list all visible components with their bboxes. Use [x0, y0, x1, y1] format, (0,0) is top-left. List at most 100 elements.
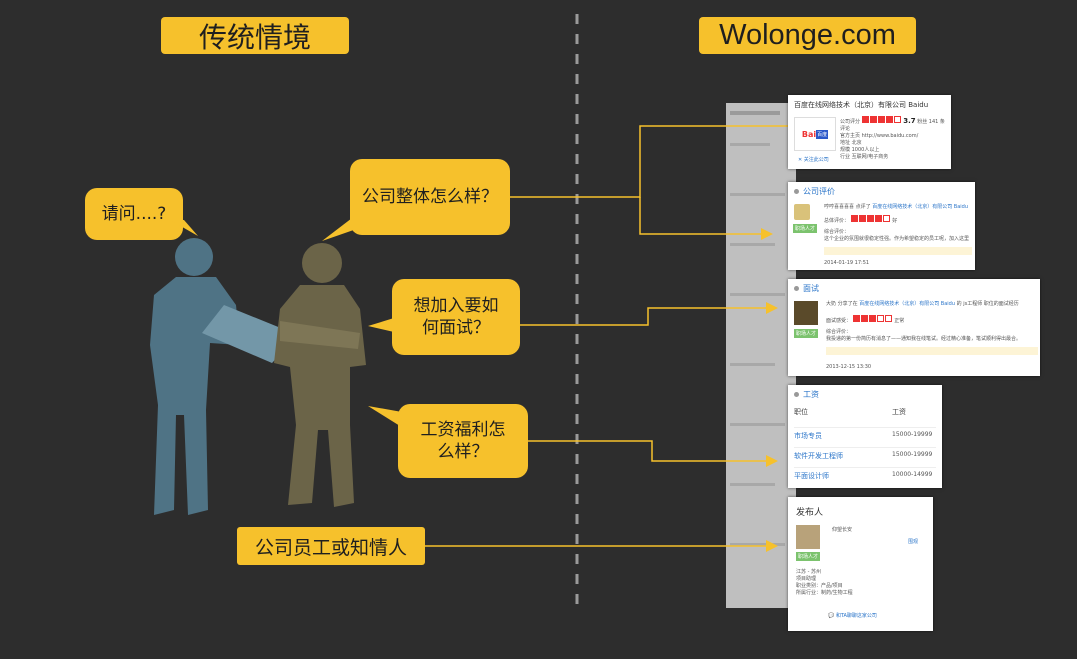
logo-text: Bai	[801, 129, 817, 139]
section-bullet-icon	[794, 392, 799, 397]
poster-follow-button[interactable]: 围观	[908, 539, 919, 545]
industry-label: 行业	[840, 154, 851, 160]
bubble-company-text: 公司整体怎么样？	[362, 187, 498, 207]
contact-label: 和TA聊聊这家公司	[835, 613, 877, 619]
poster-badge: 职场人才	[796, 552, 821, 561]
salary-table-header: 职位 工资	[794, 407, 936, 417]
salary-row-position[interactable]: 市场专员	[794, 432, 822, 440]
bubble-insider: 公司员工或知情人	[237, 527, 425, 565]
bubble-interview: 想加入要如 何面试？	[392, 279, 520, 355]
review-detail-label: 综合评价：	[824, 229, 850, 235]
salary-row-value: 10000-14999	[892, 471, 933, 478]
city-value: 北京	[851, 140, 862, 146]
col-position: 职位	[794, 408, 808, 416]
poster-card: 发布人 职场人才 仰望长安 围观 江苏 - 苏州 项目助理 职业类别：产品/项目…	[788, 497, 933, 631]
logo-text-cn: 百度	[816, 129, 829, 139]
arrow-company	[510, 120, 800, 198]
section-bullet-icon	[794, 286, 799, 291]
company-name[interactable]: 百度在线网络技术（北京）有限公司 Baidu	[794, 101, 929, 109]
bubble-interview-text: 想加入要如 何面试？	[413, 296, 499, 338]
salary-row-position[interactable]: 软件开发工程师	[794, 452, 843, 460]
interview-body: 大奶 分享了在 百度在线网络技术（北京）有限公司 Baidu 的 js工程师 职…	[826, 301, 1038, 355]
bubble-insider-text: 公司员工或知情人	[254, 536, 407, 559]
feel-value: 正常	[894, 318, 905, 324]
arrow-salary	[528, 440, 778, 467]
bubble-ask-tail	[170, 220, 198, 236]
interview-badge: 职场人才	[794, 329, 819, 338]
arrow-company-review	[639, 197, 773, 240]
review-card: 公司评价 职场人才 哼哼喜喜喜喜 点评了 百度在线网络技术（北京）有限公司 Ba…	[788, 182, 975, 270]
follow-company-button[interactable]: ✕ 关注此公司	[798, 157, 829, 164]
site-label: 官方主页	[840, 133, 861, 139]
left-title-text: 传统情境	[198, 20, 311, 54]
tablet-shape	[202, 305, 298, 363]
review-badge: 职场人才	[793, 224, 818, 233]
interview-detail-label: 综合评价：	[826, 329, 852, 335]
bubble-ask-text: 请问....?	[101, 204, 167, 224]
salary-row[interactable]: 平面设计师 10000-14999	[794, 467, 936, 481]
man-arms-crossed-figure	[274, 243, 366, 507]
contact-poster-button[interactable]: 💬 和TA聊聊这家公司	[828, 613, 877, 620]
follow-text: 粉丝 141 条评论	[840, 119, 945, 132]
follow-btn-label: 关注此公司	[803, 157, 829, 163]
chat-icon: 💬	[828, 613, 835, 619]
salary-row-position[interactable]: 平面设计师	[794, 472, 829, 480]
bubble-salary-text: 工资福利怎 么样？	[420, 420, 506, 462]
salary-row[interactable]: 市场专员 15000-19999	[794, 427, 936, 441]
bubble-salary-tail	[368, 406, 402, 426]
baidu-logo: Bai 百度	[794, 117, 836, 151]
bubble-interview-tail	[368, 318, 394, 332]
interview-avatar	[794, 301, 818, 325]
poster-avatar	[796, 525, 820, 549]
bubble-salary: 工资福利怎 么样？	[398, 404, 528, 478]
company-details: 公司评分 3.7 粉丝 141 条评论 官方主页 http://www.baid…	[840, 116, 948, 161]
overall-value: 好	[892, 218, 898, 224]
site-value[interactable]: http://www.baidu.com/	[861, 133, 919, 139]
interview-date: 2013-12-15 13:30	[826, 364, 872, 370]
review-section-title: 公司评价	[803, 187, 835, 196]
poster-industry: 所属行业：制药/生物工程	[796, 590, 853, 596]
interview-section-title: 面试	[803, 284, 819, 293]
right-title-text: Wolonge.com	[719, 19, 896, 51]
review-section-header: 公司评价	[794, 186, 835, 197]
businessmen-illustration	[150, 238, 366, 515]
rating-value: 3.7	[903, 117, 916, 125]
bubble-company: 公司整体怎么样？	[350, 159, 510, 235]
review-company-link[interactable]: 百度在线网络技术（北京）有限公司 Baidu	[872, 204, 969, 210]
dashed-divider	[575, 14, 579, 614]
industry-value: 互联网/电子商务	[851, 154, 889, 160]
poster-name: 仰望长安	[832, 527, 853, 533]
salary-card: 工资 职位 工资 市场专员 15000-19999 软件开发工程师 15000-…	[788, 385, 942, 488]
review-body: 哼哼喜喜喜喜 点评了 百度在线网络技术（北京）有限公司 Baidu 总体评价： …	[824, 204, 972, 255]
salary-row-value: 15000-19999	[892, 451, 933, 458]
rating-label: 公司评分	[840, 119, 861, 125]
company-card[interactable]: 百度在线网络技术（北京）有限公司 Baidu Bai 百度 公司评分 3.7 粉…	[788, 95, 951, 169]
poster-position: 项目助理	[796, 576, 817, 582]
bubble-ask: 请问....?	[85, 188, 183, 240]
poster-location: 江苏 - 苏州	[796, 569, 821, 575]
bubble-company-tail	[322, 215, 368, 241]
city-label: 地址	[840, 140, 851, 146]
arrow-interview	[520, 302, 778, 326]
feel-label: 面试感受：	[826, 318, 852, 324]
poster-category: 职业类别：产品/项目	[796, 583, 843, 589]
salary-section-header: 工资	[794, 389, 819, 400]
interview-section-header: 面试	[794, 283, 819, 294]
interview-suffix: 的 js工程师 职位的面试经历	[956, 301, 1019, 307]
interview-company-link[interactable]: 百度在线网络技术（北京）有限公司 Baidu	[859, 301, 956, 307]
salary-section-title: 工资	[803, 390, 819, 399]
size-value: 1000人以上	[851, 147, 880, 153]
review-detail-text: 这个企业的氛围就很稳定性强。作为希望稳定的员工呢，加入这里	[824, 236, 970, 242]
salary-row[interactable]: 软件开发工程师 15000-19999	[794, 447, 936, 461]
review-author: 哼哼喜喜喜喜 点评了	[824, 204, 871, 210]
size-label: 规模	[840, 147, 851, 153]
interview-card: 面试 职场人才 大奶 分享了在 百度在线网络技术（北京）有限公司 Baidu 的…	[788, 279, 1040, 376]
left-title: 传统情境	[161, 17, 349, 54]
right-title: Wolonge.com	[699, 17, 916, 54]
interview-detail-text: 我投递的第一份简历有消息了——通知我在线笔试。经过精心准备，笔试顺利得出最合。	[826, 336, 1022, 342]
poster-info: 江苏 - 苏州 项目助理 职业类别：产品/项目 所属行业：制药/生物工程	[796, 569, 928, 597]
review-date: 2014-01-19 17:51	[824, 260, 870, 266]
poster-section-title: 发布人	[796, 508, 824, 518]
salary-row-value: 15000-19999	[892, 431, 933, 438]
